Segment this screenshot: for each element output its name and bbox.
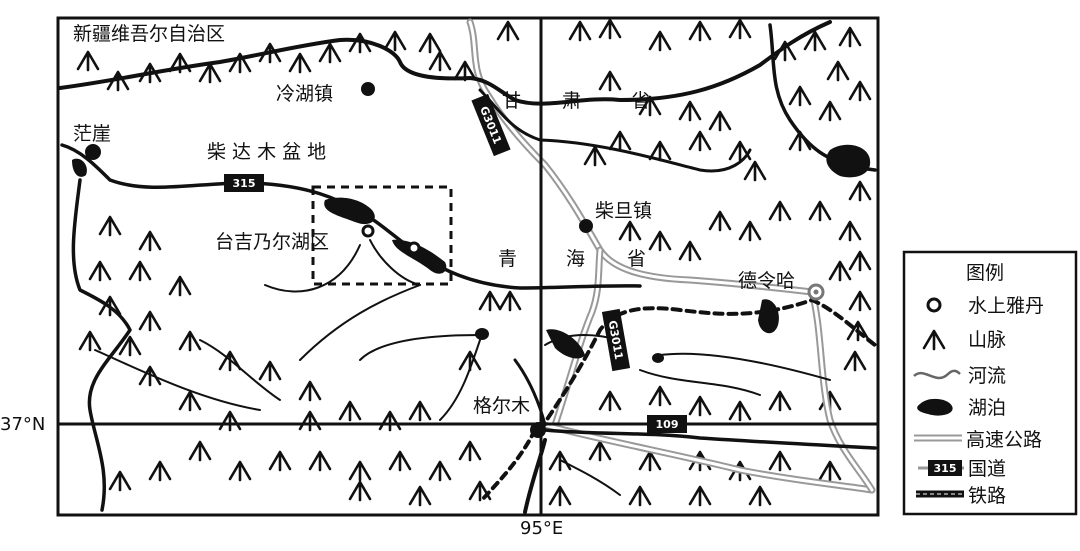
national-road-icon bbox=[928, 460, 962, 476]
legend-badge-315: 315 bbox=[934, 462, 957, 475]
legend-label-national-road: 国道 bbox=[968, 458, 1006, 480]
railway-lines bbox=[480, 297, 877, 502]
map-frame bbox=[56, 16, 880, 517]
gansu-label-3: 省 bbox=[631, 90, 650, 112]
highway-lines bbox=[466, 18, 876, 494]
lenghu-dot bbox=[361, 82, 375, 96]
golmud-dot bbox=[530, 422, 546, 438]
lake-shapes bbox=[72, 144, 871, 363]
legend-label-railway: 铁路 bbox=[968, 485, 1006, 507]
legend-label-mountain: 山脉 bbox=[968, 329, 1006, 351]
town-markers bbox=[85, 82, 593, 438]
yardang-icon bbox=[926, 297, 942, 313]
lenghu-label: 冷湖镇 bbox=[276, 83, 333, 105]
legend: 图例 水上雅丹 山脉 河流 湖泊 高速公路 315 国道 铁路 bbox=[902, 250, 1078, 516]
mangya-label: 茫崖 bbox=[73, 123, 111, 145]
legend-label-river: 河流 bbox=[968, 365, 1006, 387]
qaidam-basin-label: 柴 达 木 盆 地 bbox=[207, 141, 326, 163]
road-badge-g3011-south: G3011 bbox=[601, 308, 631, 372]
taijinar-lake-label: 台吉乃尔湖区 bbox=[215, 231, 329, 253]
gansu-label-1: 甘 bbox=[502, 90, 521, 112]
legend-title: 图例 bbox=[966, 262, 1004, 284]
road-315-label: 315 bbox=[233, 177, 256, 190]
legend-label-highway: 高速公路 bbox=[966, 429, 1042, 451]
study-area-box bbox=[311, 185, 453, 286]
qinghai-label-3: 省 bbox=[627, 248, 646, 270]
legend-label-yardang: 水上雅丹 bbox=[968, 295, 1044, 317]
yardang-marker bbox=[407, 241, 421, 255]
qinghai-label-1: 青 bbox=[498, 248, 517, 270]
lake-icon bbox=[917, 398, 953, 416]
road-109-label: 109 bbox=[656, 418, 679, 431]
yardang-marker bbox=[361, 224, 375, 238]
chaidan-label: 柴旦镇 bbox=[595, 200, 652, 222]
river-icon bbox=[913, 369, 961, 380]
delingha-label: 德令哈 bbox=[738, 270, 795, 292]
xinjiang-label: 新疆维吾尔自治区 bbox=[73, 23, 225, 45]
road-badge-315: 315 bbox=[224, 174, 264, 192]
road-badge-109: 109 bbox=[647, 415, 687, 433]
latitude-label: 37°N bbox=[0, 414, 45, 435]
mangya-dot bbox=[85, 144, 101, 160]
golmud-label: 格尔木 bbox=[473, 395, 530, 417]
chaidan-dot bbox=[579, 219, 593, 233]
longitude-label: 95°E bbox=[520, 518, 563, 539]
legend-label-lake: 湖泊 bbox=[968, 397, 1006, 419]
gansu-label-2: 肃 bbox=[562, 90, 581, 112]
qinghai-label-2: 海 bbox=[566, 248, 585, 270]
